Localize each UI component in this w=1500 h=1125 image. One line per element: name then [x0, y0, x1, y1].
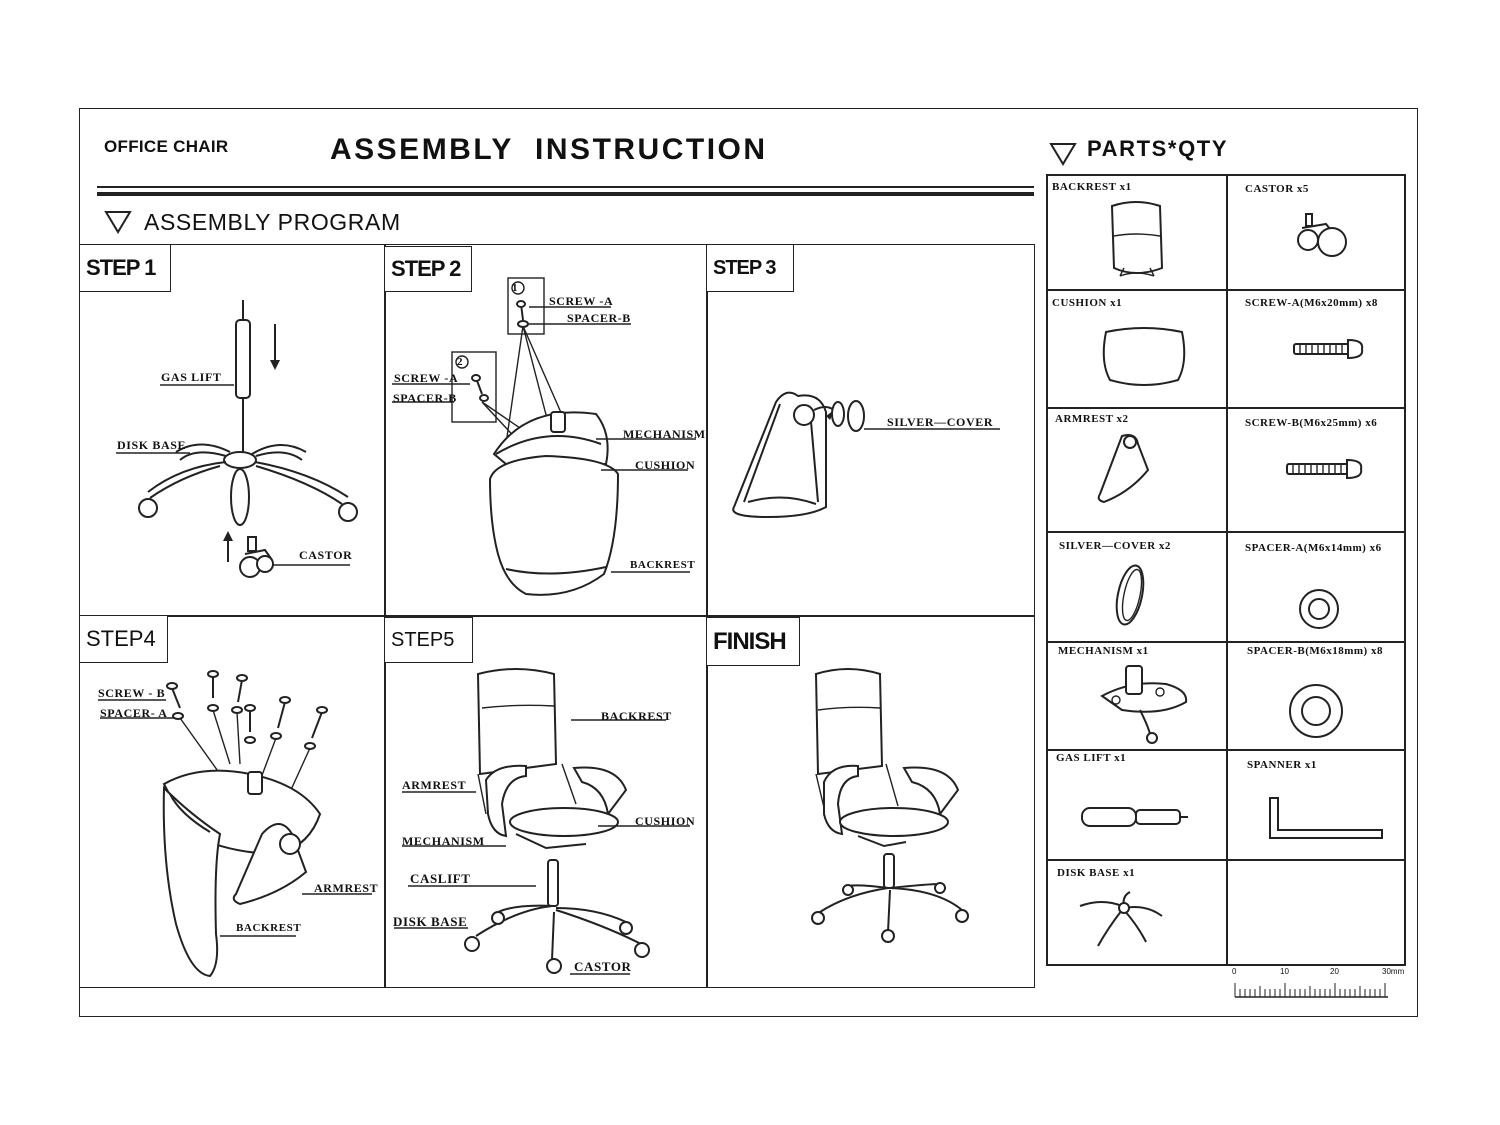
callout-mechanism: MECHANISM — [402, 834, 485, 848]
parts-divider — [1046, 531, 1406, 533]
part-label-screw-b: SCREW-B(M6x25mm) x6 — [1245, 417, 1378, 429]
triangle-down-icon — [104, 210, 132, 239]
callout-disk-base: DISK BASE — [393, 914, 468, 929]
step-2-marker-1: 1 — [512, 282, 519, 294]
callout-armrest: ARMREST — [402, 778, 467, 792]
callout-spacer-a: SPACER- A — [100, 706, 168, 720]
spacer-b-icon — [1289, 684, 1343, 738]
callout-backrest: BACKREST — [236, 922, 302, 934]
step-3-label: STEP 3 — [706, 244, 794, 292]
step-5-label: STEP5 — [384, 617, 473, 663]
part-label-spacer-a: SPACER-A(M6x14mm) x6 — [1245, 542, 1382, 554]
ruler-label: 0 — [1232, 967, 1237, 976]
step-3-illustration — [732, 391, 1000, 519]
parts-divider — [1046, 289, 1406, 291]
part-label-spacer-b: SPACER-B(M6x18mm) x8 — [1247, 645, 1383, 657]
step-4-label: STEP4 — [79, 615, 168, 663]
parts-divider — [1046, 407, 1406, 409]
step-1-label: STEP 1 — [79, 244, 171, 292]
part-label-cushion: CUSHION x1 — [1052, 297, 1123, 309]
callout-spacer-b: SPACER-B — [393, 391, 457, 405]
ruler-label: 20 — [1330, 967, 1339, 976]
callout-caslift: CASLIFT — [410, 871, 471, 886]
mechanism-icon — [1100, 665, 1188, 744]
callout-disk-base: DISK BASE — [117, 438, 187, 452]
title-rule-thick — [97, 192, 1034, 196]
ruler-label: 30mm — [1382, 967, 1405, 976]
screw-a-icon — [1293, 338, 1364, 360]
part-label-disk-base: DISK BASE x1 — [1057, 867, 1136, 879]
callout-backrest: BACKREST — [630, 559, 696, 571]
castor-icon — [1297, 213, 1347, 257]
step-1-illustration — [116, 300, 358, 578]
grid-divider — [79, 615, 1035, 617]
part-label-backrest: BACKREST x1 — [1052, 181, 1132, 193]
parts-divider — [1046, 641, 1406, 643]
step-2-illustration — [392, 277, 696, 596]
parts-divider — [1046, 749, 1406, 751]
disk-base-icon — [1079, 891, 1163, 947]
section-title: ASSEMBLY PROGRAM — [144, 209, 401, 235]
callout-screw-a: SCREW -A — [549, 294, 614, 308]
parts-divider — [1046, 859, 1406, 861]
silver-cover-icon — [1115, 564, 1145, 626]
callout-cushion: CUSHION — [635, 814, 696, 828]
triangle-down-icon — [1049, 142, 1077, 171]
callout-backrest: BACKREST — [601, 709, 672, 723]
callout-castor: CASTOR — [574, 959, 632, 974]
part-label-armrest: ARMREST x2 — [1055, 413, 1129, 425]
part-label-mechanism: MECHANISM x1 — [1058, 645, 1149, 657]
product-name: OFFICE CHAIR — [104, 137, 229, 156]
parts-divider — [1226, 174, 1228, 966]
page-title: ASSEMBLY INSTRUCTION — [330, 133, 768, 166]
backrest-icon — [1110, 201, 1164, 277]
spacer-a-icon — [1299, 589, 1339, 629]
callout-armrest: ARMREST — [314, 881, 379, 895]
parts-title: PARTS*QTY — [1087, 136, 1229, 161]
step-2-label: STEP 2 — [384, 246, 472, 292]
spanner-icon — [1269, 797, 1383, 839]
step-2-marker-2: 2 — [457, 356, 464, 368]
step-4-illustration — [98, 670, 372, 978]
cushion-icon — [1102, 327, 1186, 386]
callout-gas-lift: GAS LIFT — [161, 370, 222, 384]
callout-screw-a: SCREW -A — [394, 371, 459, 385]
gas-lift-icon — [1081, 807, 1188, 827]
callout-spacer-b: SPACER-B — [567, 311, 631, 325]
screw-b-icon — [1286, 458, 1363, 480]
mm-ruler — [1234, 983, 1388, 998]
callout-mechanism: MECHANISM — [623, 427, 706, 441]
callout-castor: CASTOR — [299, 548, 353, 562]
part-label-spanner: SPANNER x1 — [1247, 759, 1317, 771]
finish-illustration — [811, 668, 969, 943]
part-label-screw-a: SCREW-A(M6x20mm) x8 — [1245, 297, 1378, 309]
step-5-illustration — [394, 668, 690, 975]
part-label-castor: CASTOR x5 — [1245, 183, 1309, 195]
ruler-label: 10 — [1280, 967, 1289, 976]
armrest-icon — [1097, 434, 1150, 504]
part-label-silver-cover: SILVER—COVER x2 — [1059, 540, 1171, 552]
finish-label: FINISH — [706, 617, 800, 666]
part-label-gas-lift: GAS LIFT x1 — [1056, 752, 1127, 764]
title-rule — [97, 186, 1034, 188]
callout-silver-cover: SILVER—COVER — [887, 415, 994, 429]
callout-cushion: CUSHION — [635, 458, 696, 472]
callout-screw-b: SCREW - B — [98, 686, 166, 700]
